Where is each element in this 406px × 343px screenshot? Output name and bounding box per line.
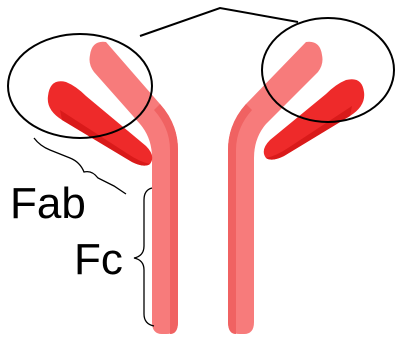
fc-brace	[134, 188, 154, 326]
fc-label: Fc	[74, 235, 123, 284]
left-heavy-chain	[90, 42, 179, 334]
binding-site-connector	[140, 8, 298, 36]
fab-label: Fab	[10, 179, 86, 228]
right-heavy-chain	[228, 42, 323, 334]
